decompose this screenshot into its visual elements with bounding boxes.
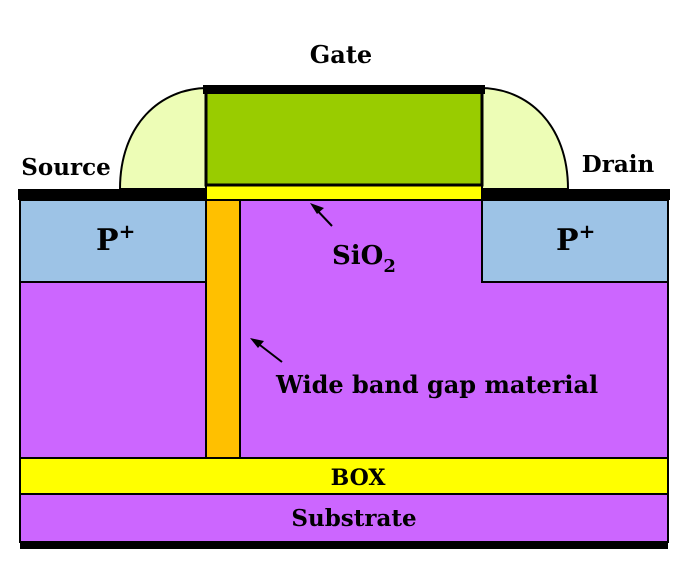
p-plus-left-label: P+	[96, 219, 135, 258]
drain-contact	[480, 189, 670, 200]
gate-oxide-layer	[205, 184, 483, 201]
wide-band-gap-pointer-arrow	[250, 338, 283, 363]
bottom-contact	[20, 541, 668, 549]
box-layer	[19, 457, 669, 495]
gate-electrode	[204, 90, 484, 187]
source-label: Source	[21, 154, 110, 181]
right-spacer	[479, 86, 570, 190]
sio2-label: SiO2	[332, 241, 396, 277]
sio2-main-text: SiO	[332, 241, 383, 271]
p-plus-left-letter: P	[96, 223, 119, 258]
p-plus-source-region	[19, 199, 207, 283]
p-plus-left-superscript: +	[119, 219, 136, 243]
source-contact	[18, 189, 208, 200]
gate-label: Gate	[310, 40, 372, 69]
p-plus-right-label: P+	[556, 219, 595, 258]
wide-band-gap-strip	[205, 199, 241, 459]
gate-contact	[203, 85, 485, 94]
drain-label: Drain	[582, 151, 655, 178]
sio2-pointer-arrow	[310, 203, 333, 227]
p-plus-right-letter: P	[556, 223, 579, 258]
box-label: BOX	[331, 465, 387, 491]
wide-band-gap-label: Wide band gap material	[275, 370, 598, 399]
substrate-label: Substrate	[291, 505, 416, 532]
p-plus-right-superscript: +	[579, 219, 596, 243]
sio2-subscript: 2	[383, 256, 396, 277]
left-spacer	[118, 86, 209, 190]
